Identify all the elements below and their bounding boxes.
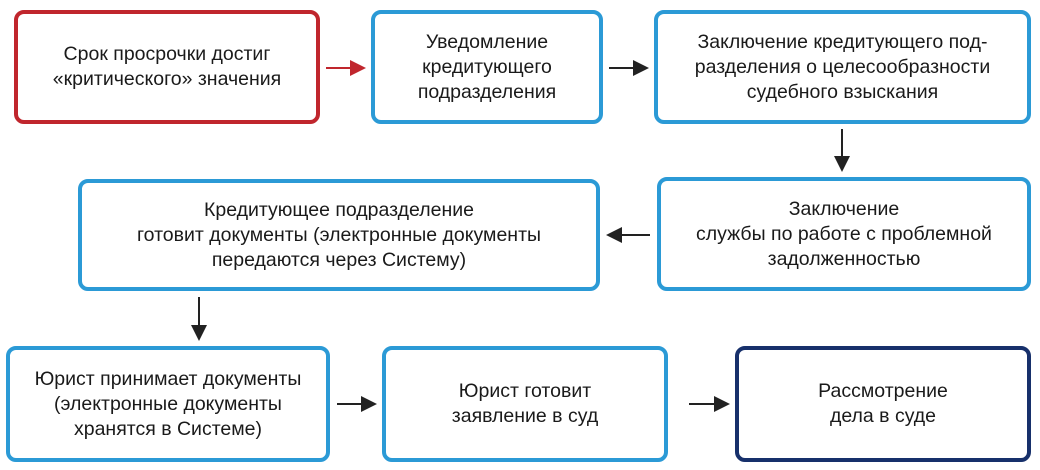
- node-lending-unit-prepares-documents: Кредитующее подразделение готовит докуме…: [78, 179, 600, 291]
- node-lending-unit-conclusion: Заключение кредитующего под- разделения …: [654, 10, 1031, 124]
- node-court-hearing: Рассмотрение дела в суде: [735, 346, 1031, 462]
- node-lawyer-receives-documents: Юрист принимает документы (электронные д…: [6, 346, 330, 462]
- node-notify-lending-unit: Уведомление кредитующего подразделения: [371, 10, 603, 124]
- node-problem-debt-service-conclusion: Заключение службы по работе с проблемной…: [657, 177, 1031, 291]
- node-critical-overdue: Срок просрочки достиг «критического» зна…: [14, 10, 320, 124]
- node-lawyer-prepares-claim: Юрист готовит заявление в суд: [382, 346, 668, 462]
